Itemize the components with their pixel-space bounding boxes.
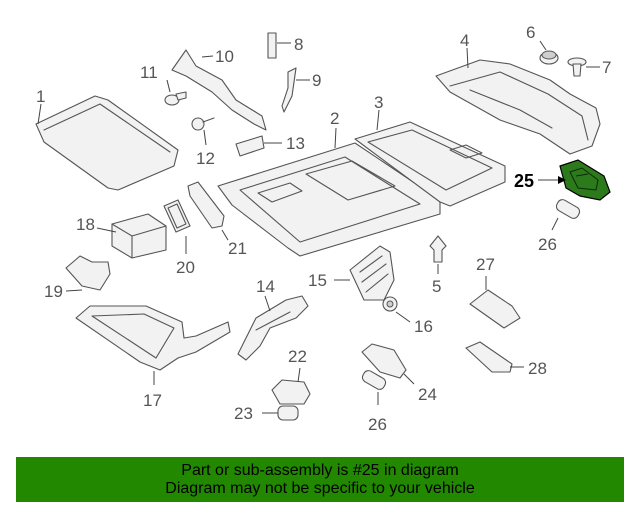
part-21-cover [187, 181, 229, 241]
part-23-bulb [262, 405, 299, 421]
callout-20: 20 [176, 258, 195, 277]
part-19-bracket [65, 255, 111, 292]
callout-2: 2 [330, 109, 339, 128]
callout-15: 15 [308, 271, 327, 290]
part-14-bracket [237, 295, 309, 361]
callout-18: 18 [76, 215, 95, 234]
banner-line-2: Diagram may not be specific to your vehi… [165, 480, 475, 497]
part-4-roof-panel [435, 47, 601, 155]
callout-5: 5 [432, 277, 441, 296]
callout-13: 13 [286, 134, 305, 153]
part-27-lens [469, 276, 521, 329]
callout-26-upper: 26 [538, 235, 557, 254]
part-7-push-pin [567, 57, 600, 77]
part-11-hook [164, 79, 187, 106]
banner-line-1: Part or sub-assembly is #25 in diagram [181, 462, 459, 479]
callout-23: 23 [234, 404, 253, 423]
callout-7: 7 [602, 58, 611, 77]
callout-16: 16 [414, 317, 433, 336]
callout-8: 8 [294, 35, 303, 54]
part-17-tray [75, 305, 231, 385]
part-22-lamp [271, 367, 311, 405]
callout-24: 24 [418, 385, 437, 404]
callout-4: 4 [460, 31, 469, 50]
part-26-bulb-upper [551, 199, 581, 231]
part-26-bulb-lower [361, 370, 387, 405]
part-5-clip [429, 235, 447, 274]
part-1-sunshade [35, 95, 179, 191]
callout-19: 19 [44, 282, 63, 301]
callout-25: 25 [514, 171, 534, 191]
callout-21: 21 [228, 239, 247, 258]
part-15-housing [334, 245, 395, 301]
part-6-cap [539, 40, 559, 65]
part-25-lamp-highlighted [538, 159, 611, 201]
part-18-module [96, 213, 167, 259]
part-8-strip [267, 32, 291, 59]
part-28-cover [465, 341, 524, 373]
info-banner: Part or sub-assembly is #25 in diagram D… [16, 457, 624, 502]
callout-11: 11 [140, 63, 158, 82]
callout-9: 9 [312, 71, 321, 90]
part-2-headliner [217, 127, 441, 257]
callout-12: 12 [196, 149, 215, 168]
parts-diagram: 1 2 3 4 5 6 7 8 9 10 11 12 13 14 15 16 1… [35, 23, 611, 434]
part-16-grommet [382, 296, 411, 323]
callout-6: 6 [526, 23, 535, 42]
part-3-panel [354, 109, 506, 207]
callout-26-lower: 26 [368, 415, 387, 434]
callout-1: 1 [36, 87, 45, 106]
callout-10: 10 [215, 47, 234, 66]
callout-3: 3 [374, 93, 383, 112]
callout-22: 22 [288, 347, 307, 366]
callout-14: 14 [256, 277, 275, 296]
part-13-bracket [235, 135, 282, 157]
callout-27: 27 [476, 255, 495, 274]
part-9-trim-strip [281, 67, 310, 113]
callout-28: 28 [528, 359, 547, 378]
part-12-screw [191, 117, 215, 146]
part-20-frame [163, 199, 191, 254]
callout-17: 17 [143, 391, 162, 410]
part-10-rail [171, 49, 267, 131]
part-24-lamp [361, 343, 415, 385]
